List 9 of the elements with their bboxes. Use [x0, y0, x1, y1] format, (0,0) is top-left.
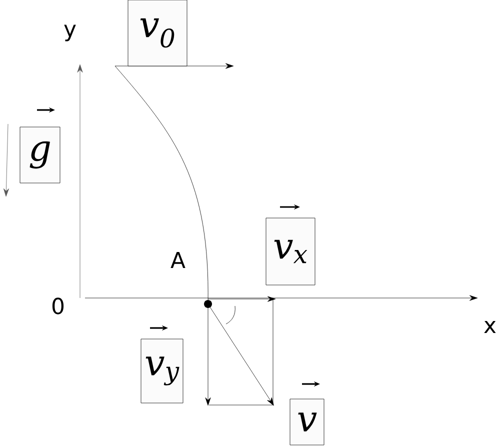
axis-label: 0	[52, 298, 64, 314]
axis-label: A	[170, 252, 186, 268]
vector-label-box: v$_{x}$	[266, 218, 316, 286]
axis-label: x	[484, 320, 496, 334]
vector-label-box: g	[20, 126, 60, 184]
vector-label-box: v$_{y}$	[140, 338, 184, 404]
vector-label-box: v$_{0}$	[128, 0, 188, 66]
axis-label: y	[64, 24, 76, 42]
vector-label-box: v	[290, 398, 324, 446]
